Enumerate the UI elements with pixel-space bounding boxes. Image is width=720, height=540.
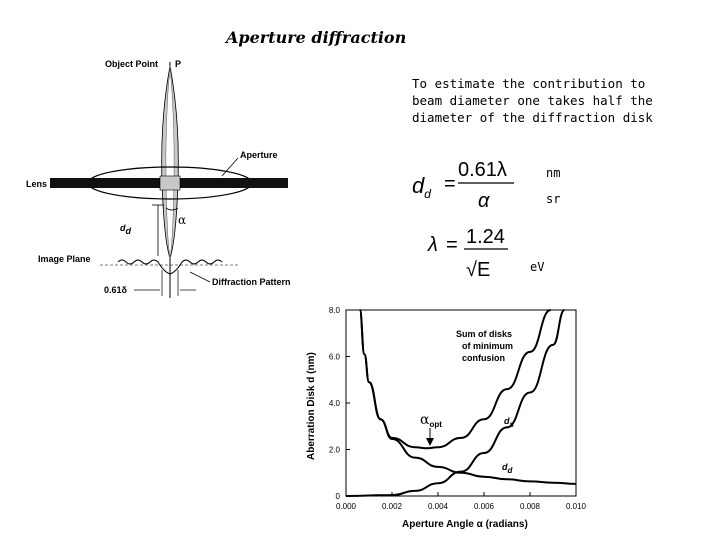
lens-label: Lens [26, 179, 47, 189]
x-axis-label: Aperture Angle α (radians) [402, 519, 528, 530]
y-tick-label: 8.0 [329, 306, 341, 315]
unit-nm: nm [546, 166, 561, 180]
eq2-equals: = [446, 234, 458, 256]
dd-label: dd [120, 223, 132, 236]
unit-ev: eV [530, 260, 545, 274]
eq2-denominator: √E [466, 259, 490, 281]
spot-size-label: 0.61δ [104, 285, 128, 295]
annotation-alpha-opt: αopt [420, 412, 442, 429]
y-axis-label: Aberration Disk d (nm) [306, 352, 317, 460]
eq1-numerator: 0.61λ [458, 159, 507, 181]
equation-wavelength: λ = 1.24 √E [427, 226, 508, 281]
series-curve-sum [358, 309, 552, 450]
pattern-leader [189, 271, 211, 283]
annotation-sum-3: confusion [462, 353, 505, 363]
aberration-chart: 0.000 0.002 0.004 0.006 0.008 0.010 0 2.0 4.0 6.0… [306, 306, 587, 530]
diffraction-pattern-label: Diffraction Pattern [212, 277, 291, 287]
annotation-sum-1: Sum of disks [456, 329, 512, 339]
note-text: To estimate the contribution to beam dia… [412, 76, 653, 125]
p-label: P [175, 59, 181, 69]
eq1-equals: = [444, 173, 456, 195]
eq1-lhs: dd [412, 173, 431, 201]
y-tick-label: 4.0 [329, 399, 341, 408]
y-tick-label: 6.0 [329, 353, 341, 362]
eq2-numerator: 1.24 [466, 226, 505, 248]
aperture-opening [159, 175, 181, 191]
diffraction-pattern-curve [117, 259, 223, 275]
annotation-sum-2: of minimum [462, 341, 513, 351]
x-tick-label: 0.004 [428, 502, 449, 511]
lens-diagram: Object Point P Aperture Lens dd α Image … [26, 59, 291, 298]
series-curve-ds [345, 309, 566, 497]
object-point-label: Object Point [105, 59, 158, 69]
annotation-ds: ds [504, 416, 515, 429]
x-tick-label: 0.000 [336, 502, 357, 511]
x-tick-label: 0.010 [566, 502, 587, 511]
annotation-dd: dd [502, 462, 514, 475]
y-tick-label: 2.0 [329, 446, 341, 455]
plot-curves [345, 309, 577, 497]
alpha-arc [165, 207, 179, 211]
eq1-denominator: α [478, 190, 490, 212]
eq2-lhs: λ [427, 234, 438, 256]
y-tick-label: 0 [336, 492, 341, 501]
axis-ticks: 0.000 0.002 0.004 0.006 0.008 0.010 0 2.0 4.0 6.0… [329, 306, 587, 511]
equation-diffraction: dd = 0.61λ α [412, 159, 514, 212]
x-tick-label: 0.006 [474, 502, 495, 511]
unit-sr: sr [546, 192, 561, 206]
x-tick-label: 0.002 [382, 502, 403, 511]
page-title: Aperture diffraction [226, 28, 407, 47]
alpha-label: α [178, 213, 186, 227]
alpha-opt-arrowhead [426, 438, 434, 446]
image-plane-label: Image Plane [38, 254, 91, 264]
aperture-leader [221, 157, 239, 177]
aperture-label: Aperture [240, 150, 278, 160]
x-tick-label: 0.008 [520, 502, 541, 511]
